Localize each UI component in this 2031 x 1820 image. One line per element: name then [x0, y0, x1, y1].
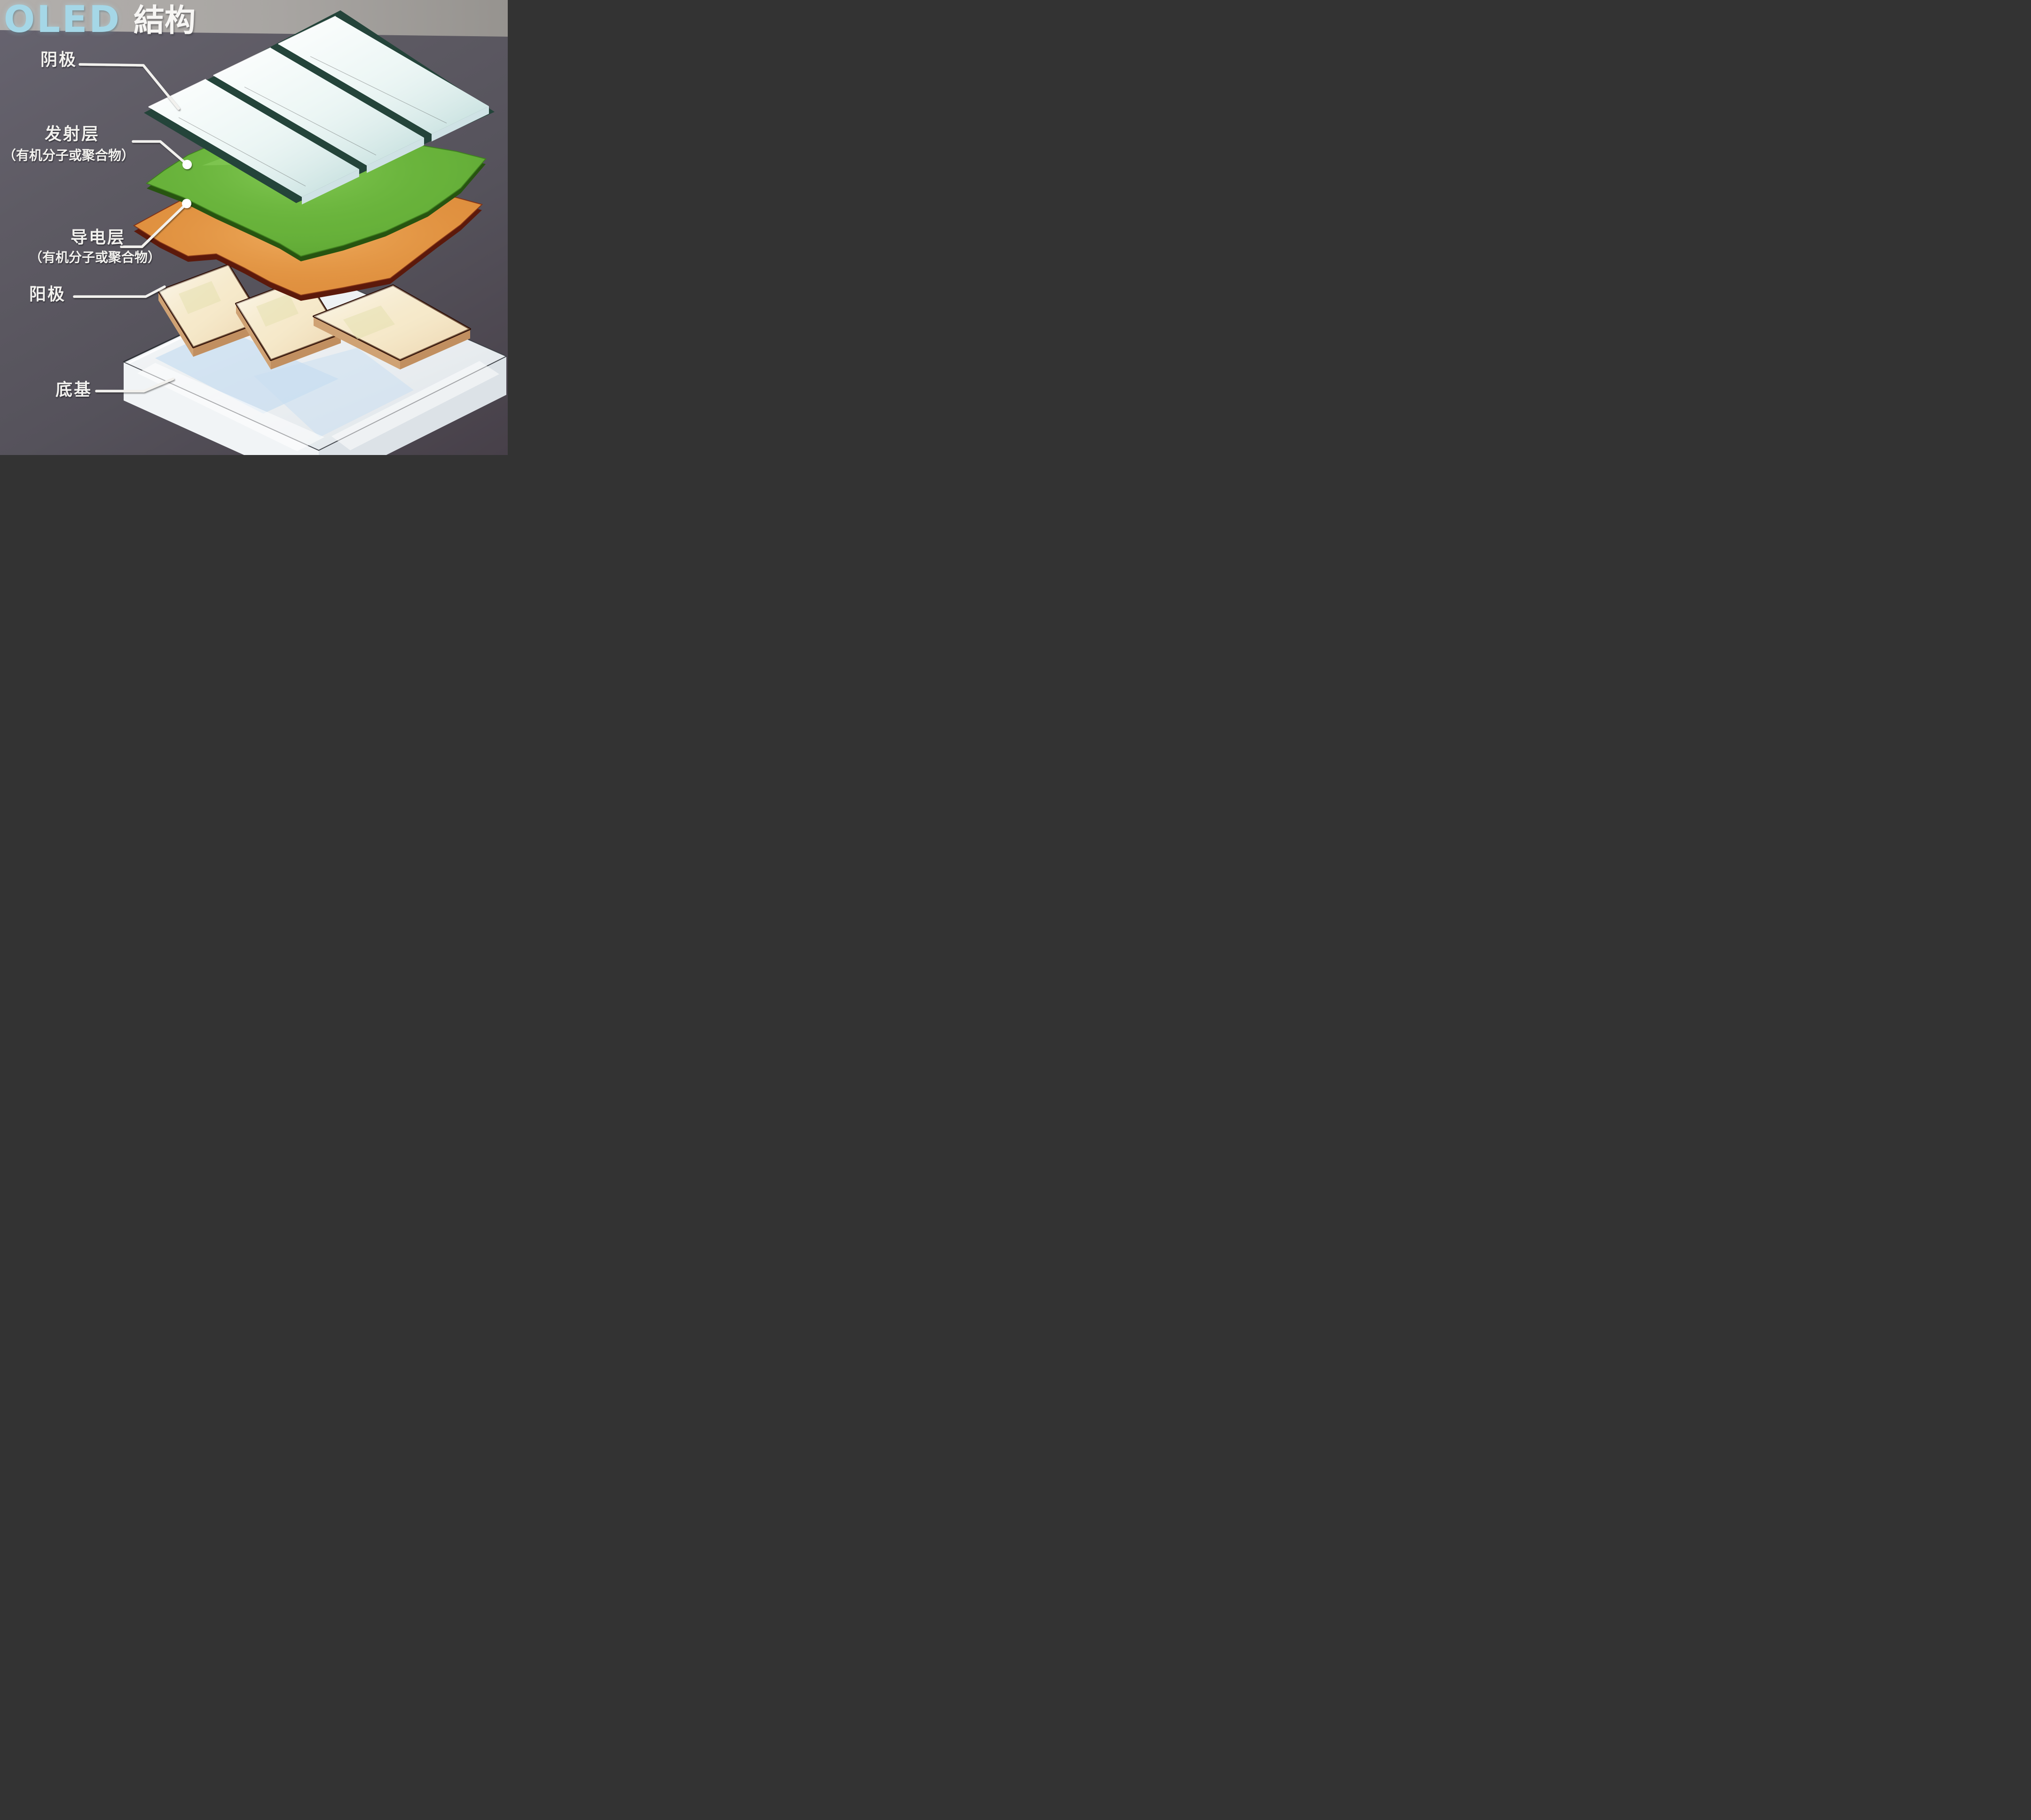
anode-strip-2-tint	[256, 294, 299, 327]
anode-strip-3-tint	[343, 306, 395, 339]
anode-leader-line	[73, 285, 166, 298]
cathode-plate-1-scratch	[178, 117, 306, 187]
label-emissive: 发射层	[45, 125, 100, 144]
anode-strip-3	[313, 284, 471, 369]
label-conductive-sub: （有机分子或聚合物）	[29, 250, 161, 265]
emissive-anchor-dot	[182, 160, 192, 169]
cathode-plate-3	[278, 16, 489, 141]
anode-strip-2-side2	[271, 334, 341, 369]
cathode-plate-3-thickness	[432, 106, 489, 141]
cathode-plate-2	[213, 47, 424, 173]
conductive-anchor-dot	[182, 199, 191, 208]
anode-strip-3-side2	[400, 329, 470, 369]
cathode-plate-3-sheen	[278, 16, 489, 134]
anode-strip-1-tint	[179, 281, 221, 314]
substrate-blue-tint-center	[254, 348, 414, 437]
oled-structure-figure: OLED 結构	[0, 0, 508, 455]
cathode-plate-1-thickness	[302, 169, 359, 204]
anode-strip-1-sheen	[158, 265, 263, 347]
background-top-band	[0, 0, 508, 37]
substrate-white-streak-right	[331, 361, 499, 450]
anode-strip-3-side	[314, 316, 470, 369]
cathode-leader-line	[79, 63, 180, 110]
callout-leaders	[73, 63, 192, 392]
cathode-plate-1	[148, 78, 359, 204]
title: OLED 結构	[4, 1, 196, 39]
page-title: 結构	[134, 2, 196, 39]
label-emissive-sub: （有机分子或聚合物）	[3, 148, 135, 163]
layer-stack-diagram	[73, 10, 508, 455]
substrate-white-streak-left	[137, 363, 324, 451]
anode-strip-1-side2	[193, 321, 263, 357]
anode-strips	[157, 264, 471, 369]
emissive-leader-line	[132, 140, 189, 166]
cathode-plate-1-edge-highlight	[148, 78, 206, 108]
label-substrate: 底基	[55, 380, 93, 400]
label-cathode: 阴极	[40, 50, 78, 70]
label-conductive: 导电层	[71, 228, 126, 247]
anode-strip-1-side	[158, 291, 263, 357]
cathode-plate-1-sheen	[149, 79, 359, 197]
cathode-plate-3-scratch	[310, 56, 447, 124]
cathode-plates	[144, 10, 495, 204]
label-anode: 阳极	[29, 285, 66, 304]
conductive-leader-line	[120, 202, 188, 248]
cathode-plate-2-edge-highlight	[213, 47, 271, 77]
anode-strip-2-side	[236, 304, 341, 369]
cathode-plate-2-thickness	[367, 138, 424, 173]
substrate-leader-line	[95, 377, 174, 392]
cathode-plate-2-scratch	[244, 86, 377, 156]
cathode-plate-3-edge-highlight	[278, 16, 336, 45]
oled-logo: OLED	[4, 0, 122, 41]
cathode-plate-2-sheen	[213, 48, 424, 165]
